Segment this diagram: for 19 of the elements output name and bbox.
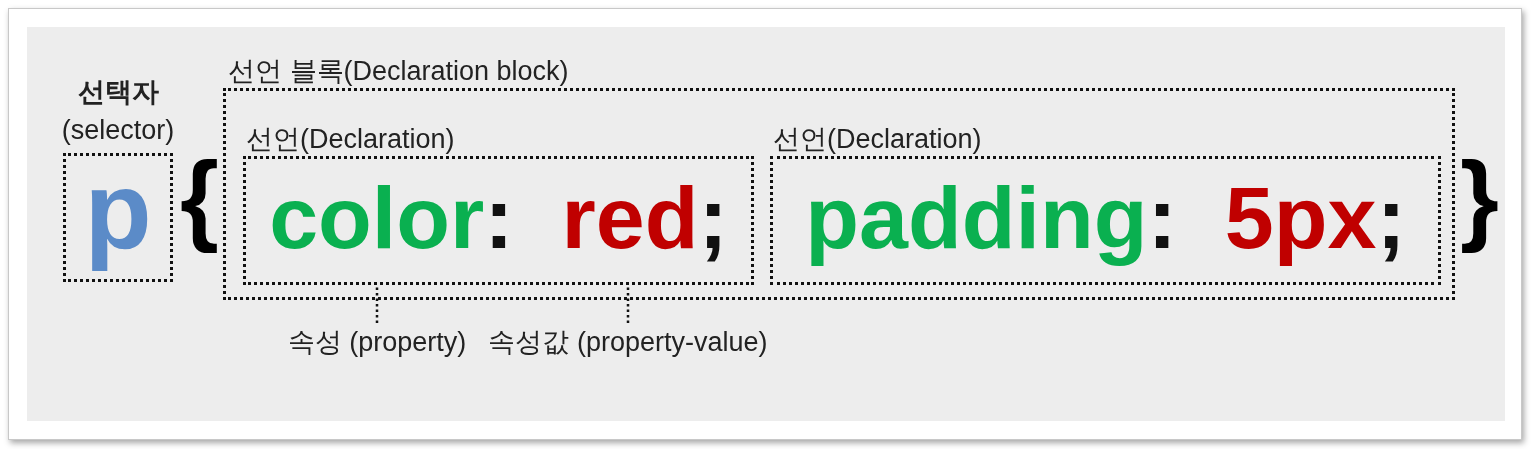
selector-heading: 선택자 (selector) [60,76,176,147]
curly-brace: } [1460,140,1499,255]
property-name: padding [805,167,1148,269]
property-name: color [269,167,485,269]
curly-brace: { [180,140,219,255]
property-value: 5px [1224,167,1377,269]
colon: : [1147,167,1177,269]
semicolon: ; [1376,167,1406,269]
semicolon: ; [698,167,728,269]
box-heading: 선언(Declaration) [773,123,982,156]
property-value: red [561,167,699,269]
selector-text: p [83,150,153,270]
box-heading: 선언 블록(Declaration block) [228,55,569,88]
colon: : [484,167,514,269]
annotation-label: 속성 (property) [277,323,477,361]
leader-line [626,285,630,323]
leader-line [375,285,379,323]
annotation-label: 속성값 (property-value) [488,323,768,361]
box-heading: 선언(Declaration) [246,123,455,156]
